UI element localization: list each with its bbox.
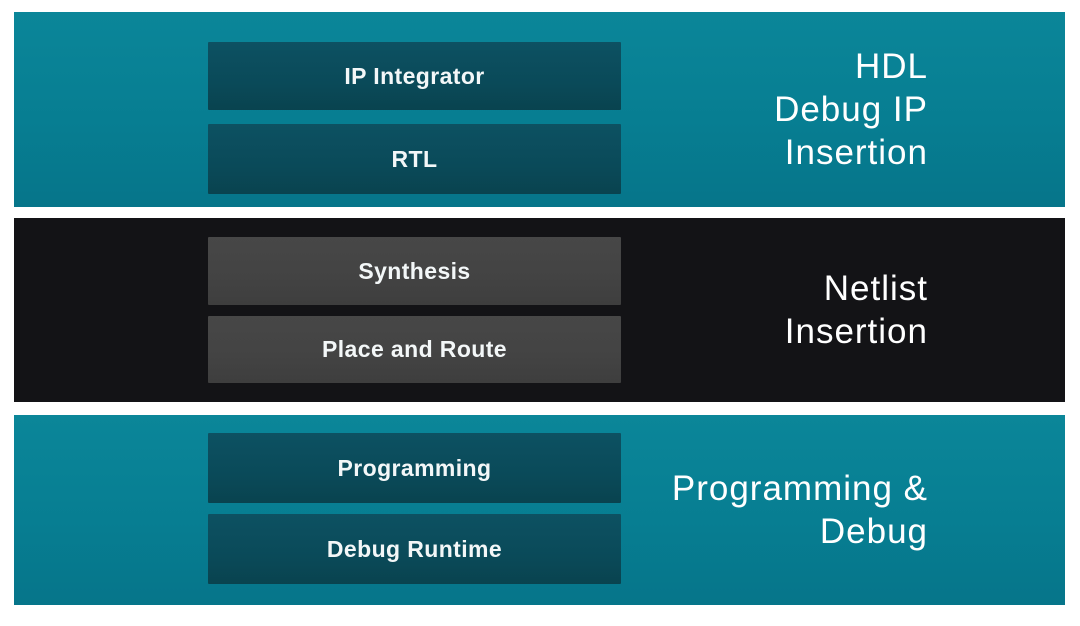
step-box-label: Synthesis xyxy=(358,257,471,284)
step-box-label: Place and Route xyxy=(322,336,507,362)
step-box-programming: Programming xyxy=(208,433,621,503)
band-label-programming-and-debug: Programming & Debug xyxy=(672,415,928,605)
step-box-label: RTL xyxy=(391,145,438,172)
band-label-line: Programming & xyxy=(671,469,928,508)
step-box-debug-runtime: Debug Runtime xyxy=(208,514,621,584)
step-box-rtl: RTL xyxy=(208,124,621,194)
step-box-ip-integrator: IP Integrator xyxy=(208,42,621,110)
band-label-hdl-debug-ip-insertion: HDL Debug IP Insertion xyxy=(774,12,928,207)
step-box-label: Programming xyxy=(337,454,492,481)
stage-band-programming-and-debug: Programming Debug Runtime Programming & … xyxy=(14,415,1065,605)
band-label-line: Debug IP xyxy=(774,90,928,129)
band-label-netlist-insertion: Netlist Insertion xyxy=(785,218,928,402)
stage-band-netlist-insertion: Synthesis Place and Route Netlist Insert… xyxy=(14,218,1065,402)
band-label-line: Insertion xyxy=(784,312,928,351)
band-label-line: Netlist xyxy=(823,269,928,308)
step-box-label: IP Integrator xyxy=(344,62,485,89)
band-label-line: HDL xyxy=(854,47,928,86)
stage-band-hdl-debug-ip-insertion: IP Integrator RTL HDL Debug IP Insertion xyxy=(14,12,1065,207)
step-box-synthesis: Synthesis xyxy=(208,237,621,305)
step-box-label: Debug Runtime xyxy=(326,535,503,562)
band-label-line: Debug xyxy=(819,512,928,551)
step-box-place-and-route: Place and Route xyxy=(208,316,621,383)
band-label-line: Insertion xyxy=(784,133,928,172)
